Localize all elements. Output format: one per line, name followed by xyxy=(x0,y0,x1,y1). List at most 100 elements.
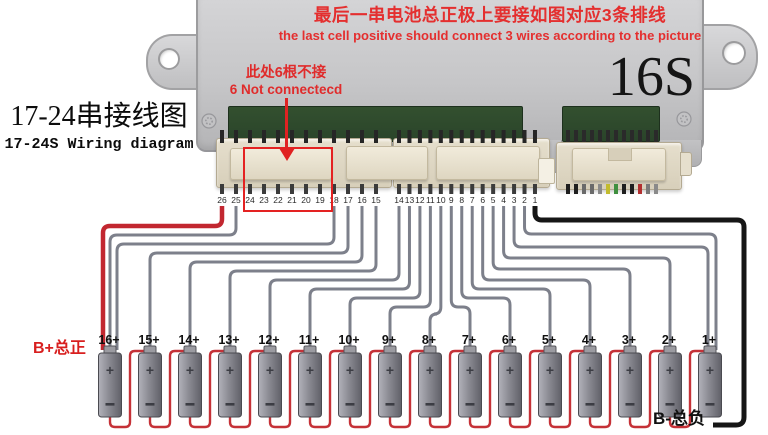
top-warning-banner: 最后一串电池总正极上要接如图对应3条排线 the last cell posit… xyxy=(240,2,740,43)
battery-minus-mark xyxy=(625,403,635,406)
battery-minus-mark xyxy=(425,403,435,406)
annotation-arrowhead-icon xyxy=(279,148,295,161)
series-jumper-wire xyxy=(348,349,391,429)
sense-wire-pin-9 xyxy=(449,206,472,350)
banner-text-en: the last cell positive should connect 3 … xyxy=(278,28,702,43)
pin-number: 1 xyxy=(533,195,538,205)
battery-terminal-cap xyxy=(623,345,637,356)
battery-label: 11+ xyxy=(299,333,320,347)
battery-terminal-cap xyxy=(263,345,277,356)
battery-body xyxy=(378,352,402,418)
pin-number: 12 xyxy=(415,195,425,205)
series-jumper-wire xyxy=(148,349,191,429)
battery-terminal-cap xyxy=(703,345,717,356)
pcb-strip-right xyxy=(562,106,660,142)
mounting-ear-left xyxy=(146,34,204,90)
battery-label: 4+ xyxy=(582,333,596,347)
pin-number: 5 xyxy=(491,195,496,205)
battery-terminal-cap xyxy=(543,345,557,356)
pin-number: 6 xyxy=(480,195,485,205)
battery-plus-mark: + xyxy=(426,362,434,378)
battery-label: 2+ xyxy=(662,333,676,347)
sense-wire-pin-13 xyxy=(308,206,411,350)
battery-plus-mark: + xyxy=(346,362,354,378)
annotation-text-en: 6 Not connectecd xyxy=(229,82,343,97)
battery-label: 5+ xyxy=(542,333,556,347)
connector-clip xyxy=(436,146,540,180)
battery-terminal-cap xyxy=(663,345,677,356)
b-plus-wire xyxy=(100,206,225,350)
battery-label: 3+ xyxy=(622,333,636,347)
battery-minus-mark xyxy=(265,403,275,406)
pin-number: 2 xyxy=(522,195,527,205)
battery-body xyxy=(618,352,642,418)
battery-label: 15+ xyxy=(138,333,159,347)
battery-minus-mark xyxy=(465,403,475,406)
pack-negative-label: B-总负 xyxy=(653,409,705,428)
battery-plus-mark: + xyxy=(386,362,394,378)
battery-plus-mark: + xyxy=(266,362,274,378)
battery-plus-mark: + xyxy=(626,362,634,378)
series-jumper-wire xyxy=(548,349,591,429)
battery-minus-mark xyxy=(505,403,515,406)
series-jumper-wire xyxy=(428,349,471,429)
battery-terminal-cap xyxy=(343,345,357,356)
battery-plus-mark: + xyxy=(546,362,554,378)
pin-number: 17 xyxy=(343,195,353,205)
connector-latch xyxy=(538,158,555,184)
sense-wire-pin-25 xyxy=(108,206,238,350)
pin-number: 7 xyxy=(470,195,475,205)
battery-body xyxy=(338,352,362,418)
battery-minus-mark xyxy=(225,403,235,406)
pin-number: 16 xyxy=(357,195,367,205)
battery-plus-mark: + xyxy=(106,362,114,378)
battery-terminal-cap xyxy=(303,345,317,356)
diagram-title-zh: 17-24串接线图 xyxy=(10,101,188,132)
battery-plus-mark: + xyxy=(666,362,674,378)
battery-terminal-cap xyxy=(463,345,477,356)
battery-plus-mark: + xyxy=(466,362,474,378)
battery-plus-mark: + xyxy=(146,362,154,378)
pack-positive-label: B+总正 xyxy=(33,340,86,357)
sense-wire-pin-5 xyxy=(491,206,632,350)
battery-minus-mark xyxy=(145,403,155,406)
battery-body xyxy=(418,352,442,418)
battery-plus-mark: + xyxy=(506,362,514,378)
sense-wire-pin-12 xyxy=(348,206,422,350)
battery-terminal-cap xyxy=(423,345,437,356)
series-jumper-wire xyxy=(508,349,551,429)
mounting-hole-right xyxy=(722,41,746,65)
pin-number: 25 xyxy=(231,195,241,205)
battery-plus-mark: + xyxy=(706,362,714,378)
battery-terminal-cap xyxy=(503,345,517,356)
pcb-strip-left xyxy=(228,106,523,142)
connector-clip xyxy=(346,146,428,180)
series-jumper-wire xyxy=(308,349,351,429)
pin-number: 15 xyxy=(371,195,381,205)
sense-wire-pin-17 xyxy=(148,206,350,350)
battery-body xyxy=(218,352,242,418)
sense-wire-pin-10 xyxy=(428,206,443,350)
pin-number: 9 xyxy=(449,195,454,205)
battery-minus-mark xyxy=(585,403,595,406)
battery-body xyxy=(578,352,602,418)
sense-wire-pin-4 xyxy=(502,206,672,350)
sense-wire-pin-6 xyxy=(481,206,592,350)
sense-wire-pin-16 xyxy=(188,206,364,350)
pin-number: 13 xyxy=(405,195,415,205)
banner-text-zh: 最后一串电池总正极上要接如图对应3条排线 xyxy=(313,5,667,25)
sense-wire-pin-14 xyxy=(268,206,401,350)
battery-body xyxy=(538,352,562,418)
battery-body xyxy=(98,352,122,418)
pin-number: 4 xyxy=(501,195,506,205)
battery-terminal-cap xyxy=(183,345,197,356)
battery-body xyxy=(298,352,322,418)
board-model-label: 16S xyxy=(607,46,695,108)
pin-number: 10 xyxy=(436,195,446,205)
connector-notch xyxy=(608,148,632,161)
battery-minus-mark xyxy=(545,403,555,406)
battery-minus-mark xyxy=(105,403,115,406)
battery-body xyxy=(138,352,162,418)
battery-plus-mark: + xyxy=(586,362,594,378)
